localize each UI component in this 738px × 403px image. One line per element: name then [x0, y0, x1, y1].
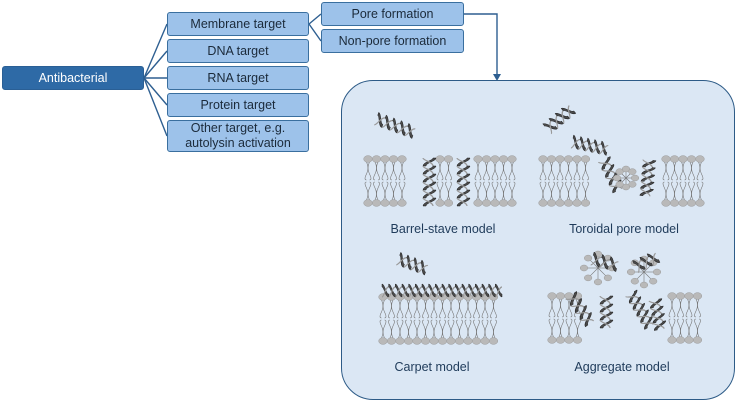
peptide-helix [599, 295, 614, 329]
connector-membrane-nonpore [308, 23, 322, 42]
peptide-helix [456, 157, 471, 207]
peptide-helix [570, 134, 609, 156]
peptide-helix [421, 283, 443, 298]
toroidal-pore-label: Toroidal pore model [569, 222, 679, 236]
rna-target-node: RNA target [167, 66, 309, 90]
peptide-helix [625, 289, 654, 330]
peptide-helix [565, 291, 595, 328]
arrowhead [493, 74, 501, 81]
peptide-helix [461, 283, 483, 298]
non-pore-formation-node: Non-pore formation [321, 29, 464, 53]
membrane-aggregate-left [547, 292, 583, 344]
carpet-illustration [378, 252, 503, 345]
peptide-helix [632, 252, 661, 274]
membrane-aggregate-right [667, 292, 703, 344]
aggregate-label: Aggregate model [574, 360, 670, 374]
lipid-micelle [626, 255, 662, 289]
peptide-helix [381, 283, 403, 298]
peptide-helix [396, 252, 429, 276]
membrane-toroidal-left [538, 155, 591, 207]
peptide-helix [441, 283, 463, 298]
other-target-node: Other target, e.g. autolysin activation [167, 120, 309, 152]
membrane-barrel-left [363, 155, 407, 207]
peptide-helix [374, 112, 416, 139]
peptide-helix [401, 283, 423, 298]
pore-formation-node: Pore formation [321, 2, 464, 26]
antibacterial-node: Antibacterial [2, 66, 144, 90]
peptide-helix [639, 159, 657, 197]
barrel-stave-illustration [363, 112, 517, 207]
peptide-helix [481, 283, 503, 298]
connector-root-other [143, 77, 168, 137]
membrane-barrel-mid [435, 155, 454, 207]
connector-root-protein [143, 77, 168, 106]
peptide-helix [590, 251, 619, 272]
protein-target-node: Protein target [167, 93, 309, 117]
carpet-label: Carpet model [394, 360, 470, 374]
peptide-helix [422, 157, 437, 207]
membrane-toroidal-right [661, 155, 705, 207]
toroidal-pore-illustration [538, 105, 705, 207]
membrane-models-panel [341, 80, 735, 400]
lipid-micelle [579, 250, 617, 286]
dna-target-node: DNA target [167, 39, 309, 63]
barrel-stave-label: Barrel-stave model [390, 222, 496, 236]
connector-root-dna [143, 50, 168, 79]
peptide-helix [542, 105, 577, 135]
lipid-curvature [612, 165, 640, 191]
membrane-carpet [378, 293, 499, 345]
peptide-helix [648, 298, 667, 331]
connector-membrane-pore [308, 13, 322, 25]
connector-root-membrane [143, 23, 168, 79]
aggregate-illustration [547, 250, 703, 344]
membrane-barrel-right [473, 155, 517, 207]
connector-pore-panel [464, 13, 498, 76]
membrane-target-node: Membrane target [167, 12, 309, 36]
